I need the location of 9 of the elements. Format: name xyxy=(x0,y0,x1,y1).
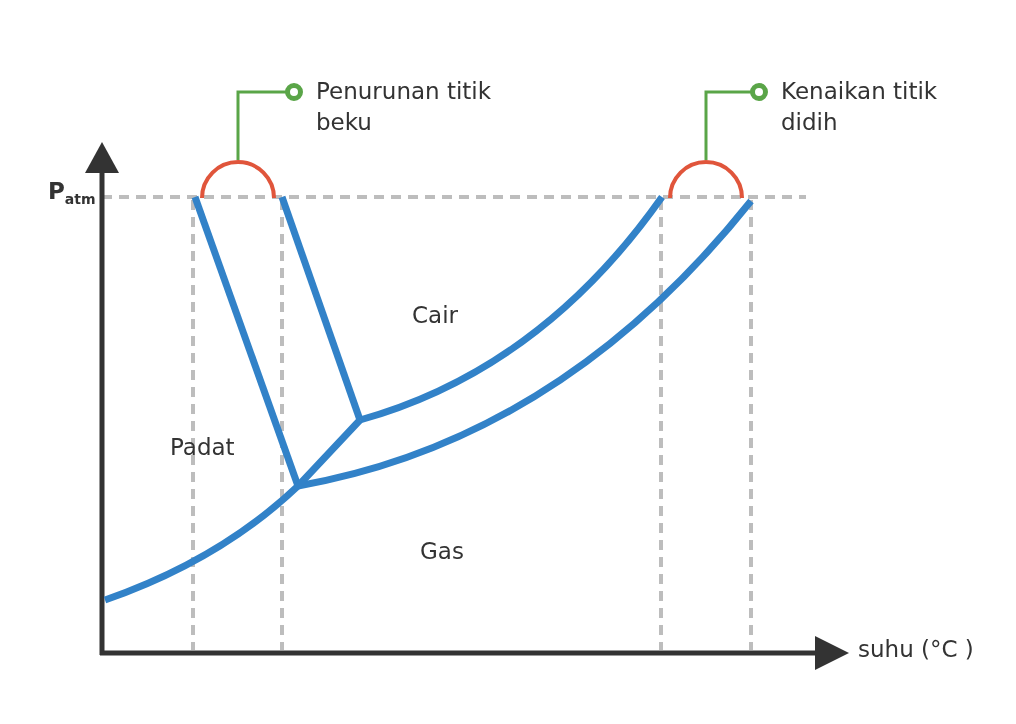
region-label: Gas xyxy=(420,538,464,564)
leader-line xyxy=(236,83,303,160)
axis-label: P$_{atm}$ xyxy=(48,178,96,207)
axis-label: suhu (°C ) xyxy=(858,636,974,662)
region-label: Cair xyxy=(412,302,458,328)
region-label: Padat xyxy=(170,434,235,460)
leader-line xyxy=(704,83,768,160)
callout-text: Penurunan titik beku xyxy=(316,77,493,137)
callout-text: Kenaikan titik didih xyxy=(781,77,939,137)
